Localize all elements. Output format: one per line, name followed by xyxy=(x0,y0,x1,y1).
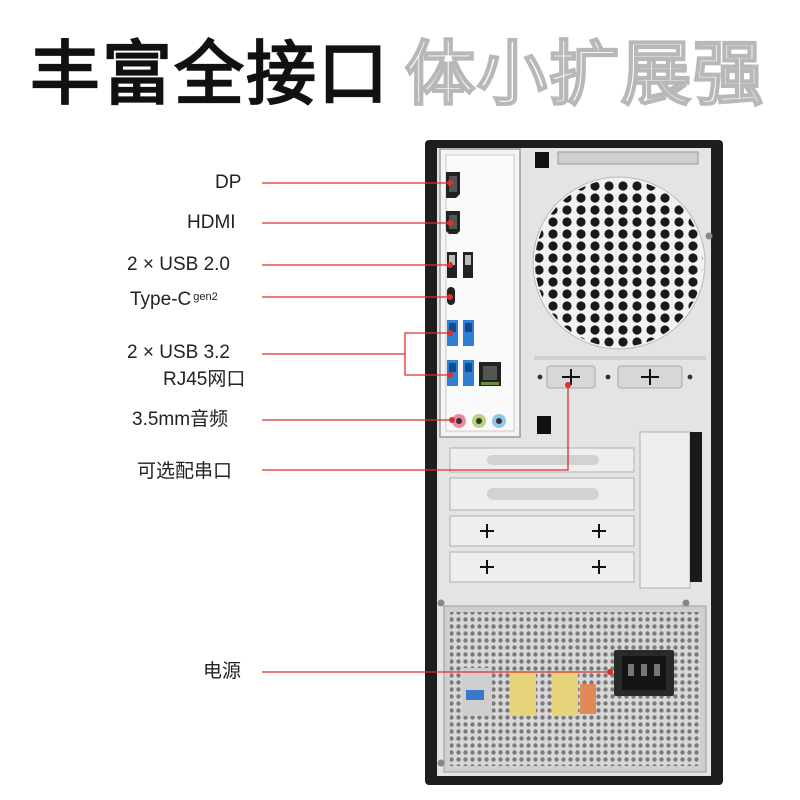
serial-knockout-right xyxy=(617,365,683,389)
io-shield xyxy=(439,148,521,438)
label-typec-gen: gen2 xyxy=(193,291,218,303)
headline: 丰富全接口 体小扩展强 xyxy=(10,10,790,116)
callout-lines xyxy=(262,182,610,673)
expansion-slots xyxy=(449,431,702,589)
label-typec-text: Type-C xyxy=(130,289,192,310)
label-hdmi: HDMI xyxy=(187,212,236,233)
lock-slot-top xyxy=(535,152,549,168)
port-usb32-b xyxy=(463,320,474,346)
headline-outline-text: 体小扩展强 xyxy=(404,32,765,116)
screws xyxy=(437,232,713,767)
line-serial xyxy=(262,385,569,471)
callout-dots xyxy=(447,180,613,675)
label-usb2: 2 × USB 2.0 xyxy=(127,254,230,275)
power-socket xyxy=(614,650,674,696)
label-dp: DP xyxy=(215,172,242,193)
port-usb2-b xyxy=(463,252,473,278)
port-dp xyxy=(446,172,460,198)
port-usb32-c xyxy=(447,360,458,386)
panel-divider xyxy=(534,356,706,360)
headline-bold-text: 丰富全接口 xyxy=(30,33,390,115)
label-serial: 可选配串口 xyxy=(137,461,233,482)
top-bracket xyxy=(557,151,699,165)
small-holes xyxy=(537,374,693,380)
port-audio-mic xyxy=(452,414,466,428)
psu-fan-cable-area xyxy=(462,668,596,716)
lock-slot-mid xyxy=(537,416,551,434)
power-supply xyxy=(443,605,707,773)
port-audio-line-out xyxy=(472,414,486,428)
serial-knockout-left xyxy=(546,365,596,389)
port-usb32-d xyxy=(463,360,474,386)
label-rj45: RJ45网口 xyxy=(163,369,246,390)
label-power: 电源 xyxy=(203,661,242,682)
fan-grille xyxy=(532,176,706,350)
port-hdmi xyxy=(446,211,460,234)
label-audio: 3.5mm音频 xyxy=(132,409,229,430)
port-rj45 xyxy=(479,362,501,386)
label-usb32: 2 × USB 3.2 xyxy=(127,342,230,363)
port-audio-line-in xyxy=(492,414,506,428)
